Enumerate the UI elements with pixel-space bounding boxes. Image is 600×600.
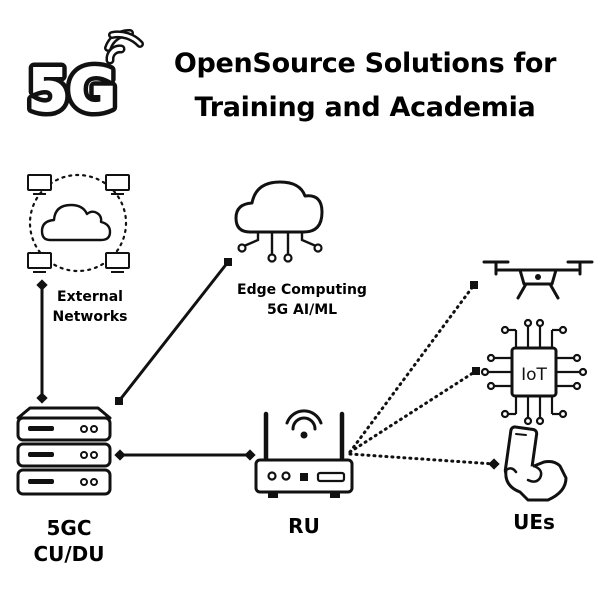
svg-text:5G: 5G (28, 56, 116, 124)
iot-chip-label: IoT (521, 365, 547, 385)
svg-text:5G: 5G (28, 56, 116, 124)
external-networks-label-line2: Networks (52, 309, 128, 325)
external-networks-label: External Networks (40, 287, 140, 327)
ru-label: RU (288, 514, 320, 538)
iot-chip-icon: IoT (480, 318, 588, 426)
link-ru-to-drone (348, 281, 478, 454)
core-label-line1: 5GC (46, 516, 92, 540)
link-external-to-core (36, 279, 48, 404)
link-core-to-edge (115, 258, 232, 405)
ues-label: UEs (513, 510, 555, 534)
core-label: 5GC CU/DU (14, 515, 124, 567)
page-title-line2: Training and Academia (194, 92, 536, 123)
edge-computing-label: Edge Computing 5G AI/ML (222, 280, 382, 320)
edge-cloud-icon (234, 180, 324, 263)
core-label-line2: CU/DU (33, 542, 105, 566)
server-rack-icon (16, 406, 112, 496)
smartphone-hand-icon (503, 425, 568, 502)
edge-computing-label-line2: 5G AI/ML (266, 302, 338, 318)
link-ru-to-ues (348, 452, 500, 470)
link-ru-to-iot (348, 367, 480, 454)
drone-icon (482, 260, 594, 300)
edge-computing-label-line1: Edge Computing (237, 282, 367, 298)
external-networks-label-line1: External (57, 289, 123, 305)
router-icon (254, 409, 354, 498)
network-cloud-icon (27, 173, 130, 273)
5g-logo-icon: 5G 5G (23, 29, 144, 130)
page-title-line1: OpenSource Solutions for (173, 48, 557, 79)
link-core-to-ru (114, 449, 256, 461)
